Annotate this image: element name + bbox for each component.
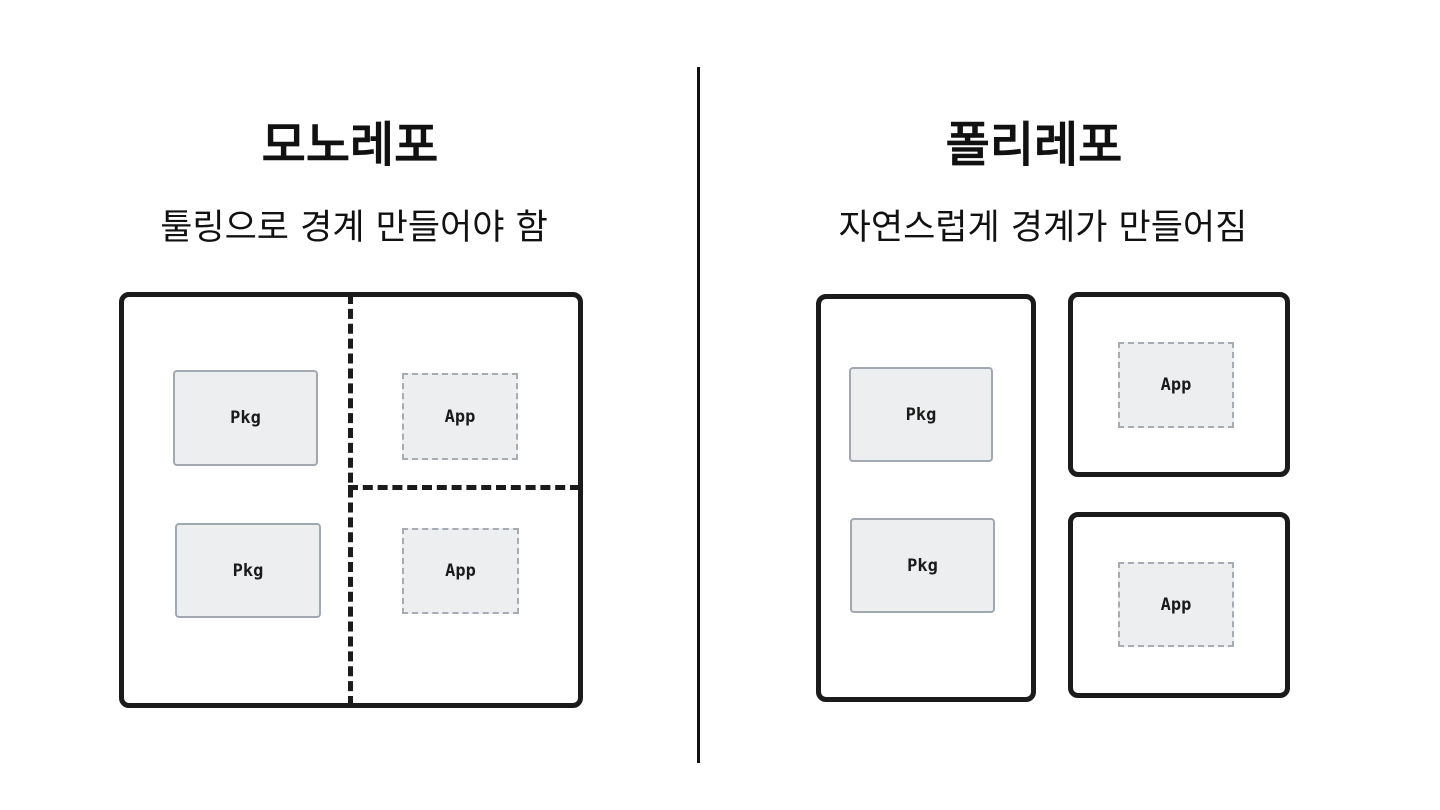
polyrepo-app-repo-frame-1 [1068, 292, 1290, 477]
polyrepo-app-box-1: App [1118, 342, 1234, 428]
monorepo-pkg-box-1: Pkg [173, 370, 318, 466]
monorepo-horizontal-boundary [348, 485, 580, 490]
polyrepo-app-box-2: App [1118, 562, 1234, 647]
polyrepo-app-repo-frame-2 [1068, 512, 1290, 698]
polyrepo-pkg-repo-frame [816, 294, 1036, 702]
center-divider [697, 67, 700, 763]
monorepo-subtitle: 툴링으로 경계 만들어야 함 [160, 208, 548, 248]
polyrepo-pkg-box-1: Pkg [849, 367, 993, 462]
polyrepo-subtitle: 자연스럽게 경계가 만들어짐 [838, 208, 1248, 248]
polyrepo-pkg-box-2: Pkg [850, 518, 995, 613]
monorepo-vertical-boundary [348, 294, 353, 706]
monorepo-app-box-1: App [402, 373, 518, 460]
monorepo-pkg-box-2: Pkg [175, 523, 321, 618]
polyrepo-title: 폴리레포 [945, 117, 1123, 173]
monorepo-app-box-2: App [402, 528, 519, 614]
monorepo-title: 모노레포 [261, 117, 439, 173]
